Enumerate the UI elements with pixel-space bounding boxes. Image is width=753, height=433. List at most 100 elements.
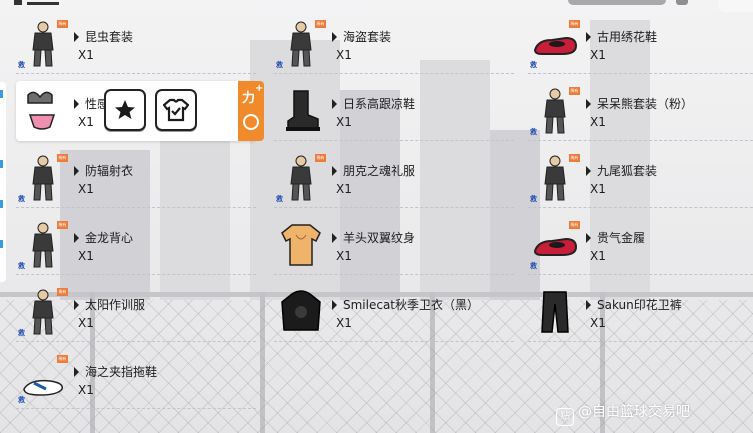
menu-line — [27, 2, 59, 5]
arrow-right-icon — [74, 233, 79, 243]
item-quantity: X1 — [336, 115, 352, 129]
item-quantity: X1 — [590, 115, 606, 129]
outfit-icon: 稀有救 — [18, 286, 68, 338]
item-quantity: X1 — [78, 249, 94, 263]
inventory-item[interactable]: 稀有救 金龙背心 X1 — [16, 215, 256, 275]
tab-indicator[interactable] — [0, 200, 3, 208]
inventory-item[interactable]: 性感 X1 力+ — [16, 81, 264, 141]
inventory-item[interactable]: 稀有救 海盗套装 X1 — [274, 14, 514, 74]
inventory-item[interactable]: 稀有救 九尾狐套装 X1 — [528, 148, 753, 208]
rarity-tag: 稀有 — [569, 154, 580, 162]
item-name: 昆虫套装 — [74, 28, 133, 45]
favorite-button[interactable] — [104, 89, 146, 131]
item-name-text: 金龙背心 — [85, 231, 134, 245]
shirt-check-icon — [163, 98, 189, 122]
item-name-text: 九尾狐套装 — [597, 164, 658, 178]
tab-indicator[interactable] — [0, 160, 3, 168]
inventory-item[interactable]: Sakun印花卫裤 X1 — [528, 282, 753, 342]
inventory-item[interactable]: Smilecat秋季卫衣（黑） X1 — [274, 282, 514, 342]
arrow-right-icon — [332, 233, 337, 243]
item-name-text: 贵气金履 — [597, 231, 646, 245]
outfit-icon: 稀有救 — [18, 152, 68, 204]
shirt-icon — [276, 219, 326, 271]
rarity-tag: 稀有 — [569, 87, 580, 95]
item-name-text: 羊头双翼纹身 — [343, 231, 416, 245]
rarity-tag: 稀有 — [569, 221, 580, 229]
quick-action-tab[interactable]: 力+ — [238, 81, 264, 141]
item-name-text: Smilecat秋季卫衣（黑） — [343, 298, 480, 312]
arrow-right-icon — [586, 300, 591, 310]
left-tab-rail — [0, 82, 6, 282]
bikini-icon — [18, 85, 68, 137]
inventory-item[interactable]: 日系高跟凉鞋 X1 — [274, 81, 514, 141]
item-quantity: X1 — [336, 48, 352, 62]
outfit-icon: 稀有救 — [276, 18, 326, 70]
item-quantity: X1 — [336, 249, 352, 263]
inventory-item[interactable]: 羊头双翼纹身 X1 — [274, 215, 514, 275]
tab-indicator[interactable] — [0, 240, 3, 248]
item-name-text: 日系高跟凉鞋 — [343, 97, 416, 111]
arrow-right-icon — [74, 99, 79, 109]
bound-badge: 救 — [18, 195, 25, 203]
item-name-text: 防辐射衣 — [85, 164, 134, 178]
item-quantity: X1 — [78, 316, 94, 330]
inventory-item[interactable]: 稀有救太阳作训服 X1 — [16, 282, 256, 342]
rarity-tag: 稀有 — [57, 221, 68, 229]
item-name-text: 呆呆熊套装（粉） — [597, 97, 694, 111]
item-name: 羊头双翼纹身 — [332, 229, 415, 246]
outfit-icon: 稀有救 — [530, 152, 580, 204]
arrow-right-icon — [586, 99, 591, 109]
item-quantity: X1 — [336, 316, 352, 330]
item-name: 性感 — [74, 95, 109, 112]
rarity-tag: 稀有 — [315, 154, 326, 162]
tab-indicator[interactable] — [0, 90, 3, 98]
top-bar — [0, 0, 753, 12]
arrow-right-icon — [332, 32, 337, 42]
menu-icon[interactable] — [14, 0, 22, 5]
equip-button[interactable] — [155, 89, 197, 131]
item-quantity: X1 — [78, 115, 94, 129]
arrow-right-icon — [74, 367, 79, 377]
item-name-text: 朋克之魂礼服 — [343, 164, 416, 178]
hoodie-icon — [276, 286, 326, 338]
arrow-right-icon — [586, 166, 591, 176]
item-name: 日系高跟凉鞋 — [332, 95, 415, 112]
item-quantity: X1 — [590, 182, 606, 196]
arrow-right-icon — [332, 166, 337, 176]
boot-icon — [276, 85, 326, 137]
item-name: Sakun印花卫裤 — [586, 296, 682, 313]
star-icon — [115, 100, 135, 119]
item-name-text: 古用绣花鞋 — [597, 30, 658, 44]
rarity-tag: 稀有 — [315, 20, 326, 28]
arrow-right-icon — [332, 99, 337, 109]
item-name: 古用绣花鞋 — [586, 28, 657, 45]
item-name: 贵气金履 — [586, 229, 645, 246]
shoe-icon: 稀有救 — [530, 18, 580, 70]
rarity-tag: 稀有 — [57, 288, 68, 296]
bound-badge: 救 — [530, 61, 537, 69]
item-quantity: X1 — [590, 249, 606, 263]
outfit-icon: 稀有救 — [18, 219, 68, 271]
inventory-item[interactable]: 稀有救 呆呆熊套装（粉） X1 — [528, 81, 753, 141]
item-quantity: X1 — [590, 316, 606, 330]
arrow-right-icon — [586, 233, 591, 243]
item-name-text: 昆虫套装 — [85, 30, 134, 44]
item-name: 太阳作训服 — [74, 296, 145, 313]
tieba-logo-icon: 贴 — [556, 408, 574, 426]
item-name-text: 海之夹指拖鞋 — [85, 365, 158, 379]
bound-badge: 救 — [18, 396, 25, 404]
arrow-right-icon — [586, 32, 591, 42]
inventory-item[interactable]: 稀有救 贵气金履 X1 — [528, 215, 753, 275]
close-button[interactable] — [718, 0, 753, 12]
shoe-icon: 稀有救 — [530, 219, 580, 271]
bound-badge: 救 — [530, 128, 537, 136]
item-name-text: 海盗套装 — [343, 30, 392, 44]
arrow-right-icon — [332, 300, 337, 310]
pants-icon — [530, 286, 580, 338]
